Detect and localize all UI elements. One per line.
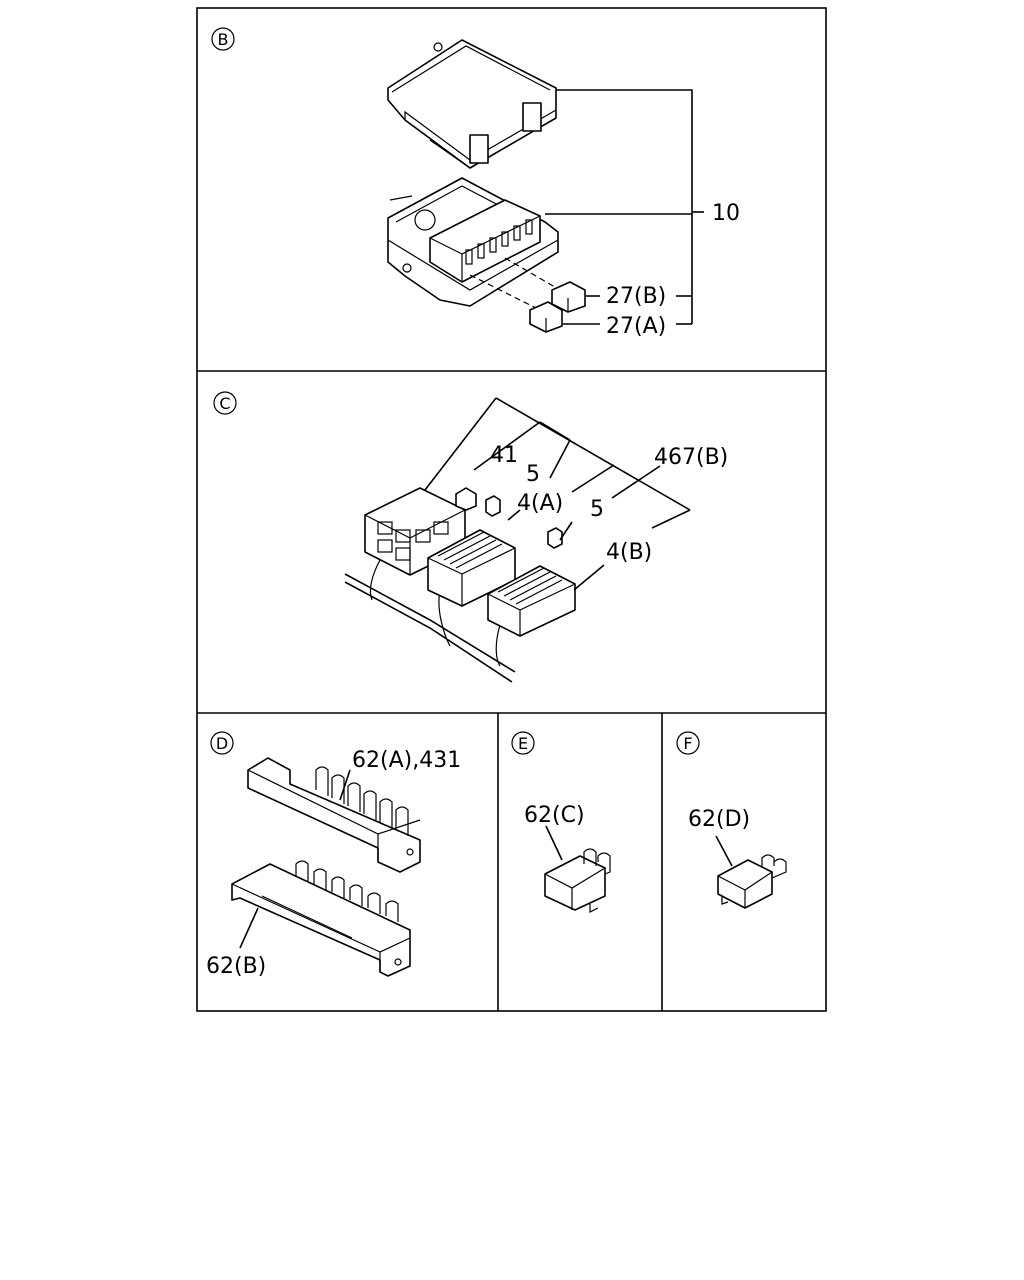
- section-e-marker-text: E: [518, 734, 528, 753]
- section-e-marker: E: [511, 731, 535, 755]
- label-62b: 62(B): [206, 954, 266, 979]
- section-d-leaders: [239, 769, 351, 949]
- label-10: 10: [712, 201, 740, 226]
- connector-strip-62b-pins: [295, 860, 399, 922]
- section-d-marker-text: D: [216, 734, 228, 753]
- section-c-marker: C: [213, 391, 237, 415]
- section-f-marker-text: F: [683, 734, 692, 753]
- label-62c: 62(C): [524, 803, 585, 828]
- label-41: 41: [490, 443, 518, 468]
- fuse-5-lower-drawing: [547, 527, 563, 549]
- section-f: F 62(D): [676, 731, 787, 909]
- label-62d: 62(D): [688, 807, 750, 832]
- section-f-marker: F: [676, 731, 700, 755]
- fuse-block-4a-slots: [437, 531, 503, 569]
- label-4b: 4(B): [606, 540, 652, 565]
- relay-41-drawing: [455, 487, 477, 511]
- connector-strip-62a-drawing: [247, 757, 421, 873]
- diagram-frame: [196, 7, 827, 1012]
- fuse-slot-row: [465, 219, 533, 265]
- label-62a-431: 62(A),431: [352, 748, 461, 773]
- fuse-box-base-drawing: [387, 177, 561, 311]
- section-c-leaders: [424, 397, 691, 591]
- section-d-marker: D: [210, 731, 234, 755]
- fuse-block-4b-slots: [497, 567, 563, 605]
- section-b-marker-text: B: [218, 30, 229, 49]
- section-b: B: [211, 27, 740, 339]
- leader-62d: [715, 835, 733, 867]
- section-c-marker-text: C: [219, 394, 230, 413]
- fuse-62c-drawing: [544, 848, 611, 913]
- section-e: E 62(C): [511, 731, 611, 913]
- wire-harness-drawing: [344, 559, 516, 683]
- section-c: C: [213, 391, 728, 683]
- section-b-leaders: [545, 89, 704, 325]
- label-5-upper: 5: [526, 462, 540, 487]
- label-27a: 27(A): [606, 314, 666, 339]
- connector-27a-drawing: [529, 301, 563, 333]
- label-27b: 27(B): [606, 284, 666, 309]
- leader-62c: [545, 825, 563, 861]
- connector-strip-62b-drawing: [231, 860, 411, 977]
- fuse-62d-drawing: [717, 854, 787, 909]
- section-d: D: [206, 731, 461, 979]
- connector-strip-62a-pins: [315, 766, 409, 836]
- fuse-block-4b-drawing: [487, 565, 576, 637]
- fuse-5-upper-drawing: [485, 495, 501, 517]
- label-467b: 467(B): [654, 445, 728, 470]
- label-5-lower: 5: [590, 497, 604, 522]
- section-b-marker: B: [211, 27, 235, 51]
- fuse-box-cover-drawing: [387, 39, 557, 169]
- label-4a: 4(A): [517, 491, 563, 516]
